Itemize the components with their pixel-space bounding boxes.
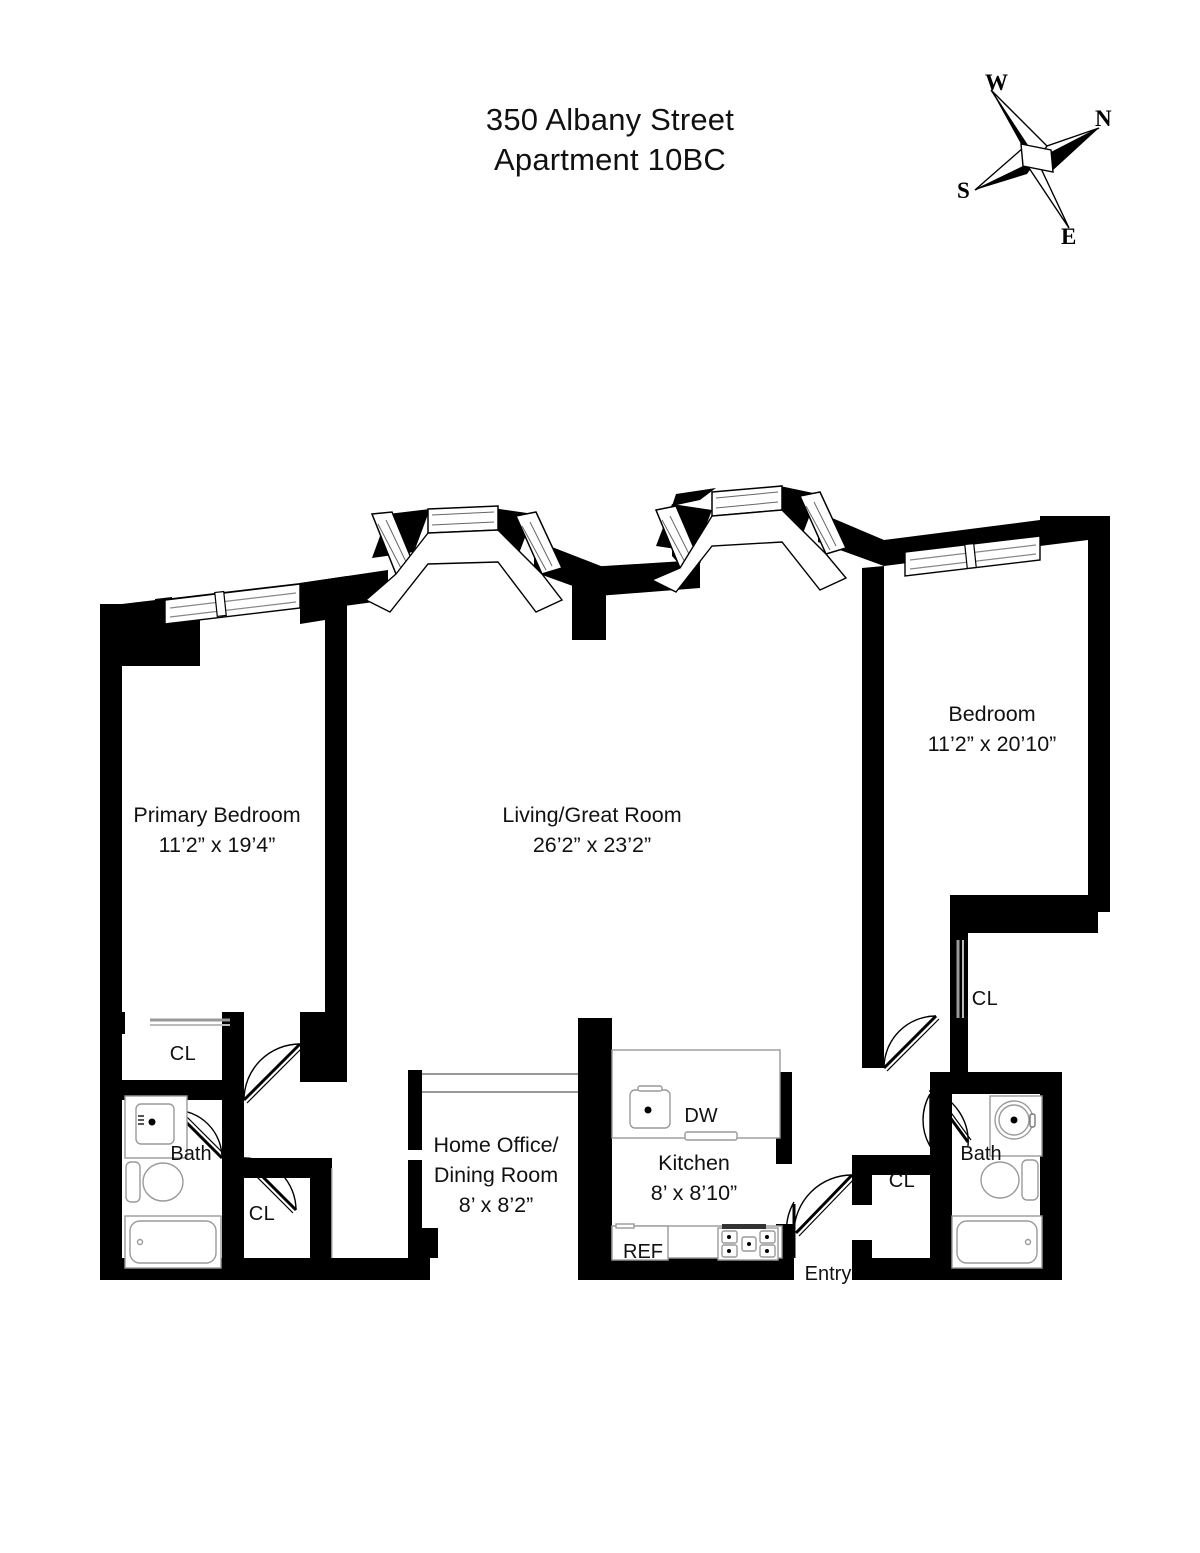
label-living-room-name: Living/Great Room [502,803,681,827]
room-labels: Primary Bedroom 11’2” x 19’4” Living/Gre… [133,702,1056,1285]
plan-title-block: 350 Albany Street Apartment 10BC [300,100,920,179]
label-bedroom-name: Bedroom [948,702,1035,726]
bay-window-group [364,485,848,613]
window-primary-bedroom [164,583,301,625]
label-home-office-name-1: Home Office/ [433,1133,558,1157]
label-home-office-dims: 8’ x 8’2” [459,1193,533,1217]
toilet-tank-right-bath [1021,1159,1039,1201]
plan-title-address: 350 Albany Street [485,102,735,137]
sink-left-bath [135,1103,175,1145]
label-closet-primary: CL [170,1043,197,1065]
compass-label-west: W [985,70,1008,95]
compass-rose: W N S E [955,68,1125,248]
window-bay-right-c [798,491,848,555]
sliding-door-home-office [422,1073,578,1093]
compass-label-east: E [1061,224,1076,248]
label-living-room-dims: 26’2” x 23’2” [533,833,651,857]
window-bay-left-c [514,511,564,575]
label-dishwasher: DW [684,1105,717,1127]
bath-right-fixtures [951,1095,1043,1269]
label-bath-left: Bath [170,1143,211,1165]
compass-star-icon [974,89,1100,229]
window-bay-left-b [427,505,499,534]
closet-rod-primary [150,1018,230,1026]
label-bath-right: Bath [960,1143,1001,1165]
dishwasher [684,1131,738,1141]
flat-window-group [164,535,1041,625]
kitchen-fixtures [611,1049,783,1261]
bath-left-fixtures [124,1095,222,1269]
label-closet-entry: CL [889,1170,916,1192]
toilet-bowl-right-bath [980,1161,1020,1199]
door-group [173,1014,972,1259]
window-bedroom-right [904,535,1041,577]
label-closet-bedroom: CL [972,988,999,1010]
label-kitchen-dims: 8’ x 8’10” [651,1181,737,1205]
closet-rod-bedroom-right [956,940,964,1018]
label-bedroom-dims: 11’2” x 20’10” [928,732,1057,756]
label-home-office-name-2: Dining Room [434,1163,558,1187]
label-refrigerator: REF [623,1241,663,1263]
refrigerator [611,1225,669,1261]
label-entry: Entry [805,1263,852,1285]
compass-label-north: N [1095,106,1112,131]
plan-title-apartment: Apartment 10BC [494,141,726,177]
label-closet-hall-left: CL [249,1203,276,1225]
label-primary-bedroom-name: Primary Bedroom [133,803,300,827]
label-kitchen-name: Kitchen [658,1151,730,1175]
toilet-tank-left-bath [125,1161,141,1203]
compass-label-south: S [957,178,970,203]
label-primary-bedroom-dims: 11’2” x 19’4” [159,833,276,857]
toilet-bowl-left-bath [142,1162,184,1202]
